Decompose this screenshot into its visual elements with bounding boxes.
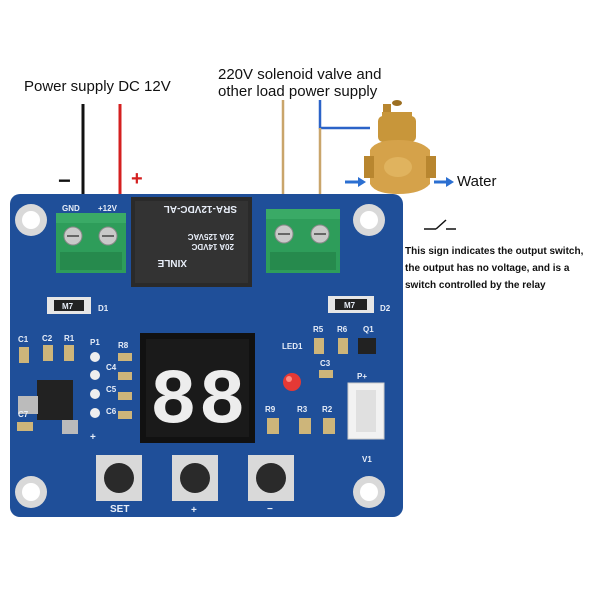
relay-brand: XINLE <box>157 257 187 268</box>
c6-label: C6 <box>106 407 117 416</box>
plus-sign-label: + <box>131 168 143 190</box>
led-indicator <box>283 373 301 391</box>
c5-label: C5 <box>106 385 117 394</box>
seven-segment-display <box>140 333 255 443</box>
set-button[interactable] <box>96 455 142 501</box>
mounting-hole <box>15 204 47 236</box>
header-plus-label: + <box>90 432 96 443</box>
led1-label: LED1 <box>282 342 303 351</box>
m7-label-2: M7 <box>344 301 356 310</box>
set-button-label: SET <box>110 504 129 515</box>
c1-label: C1 <box>18 335 29 344</box>
d2-label: D2 <box>380 304 391 313</box>
blue-wire <box>318 100 370 130</box>
r2-label: R2 <box>322 405 333 414</box>
switch-symbol <box>424 219 456 230</box>
p1-header <box>90 352 100 418</box>
smd-column <box>118 353 132 419</box>
relay-model-label: SRA-12VDC-AL <box>164 203 237 214</box>
r1-label: R1 <box>64 334 75 343</box>
c7-label: C7 <box>18 410 29 419</box>
p1-label: P1 <box>90 338 100 347</box>
power-terminal-block <box>56 213 126 273</box>
p-plus-label: P+ <box>357 372 367 381</box>
r5-label: R5 <box>313 325 324 334</box>
note-line2: the output has no voltage, and is a <box>405 263 570 274</box>
relay <box>131 197 252 287</box>
plus-button-label: + <box>191 505 197 516</box>
c3-label: C3 <box>320 359 331 368</box>
d1-label: D1 <box>98 304 109 313</box>
r6-label: R6 <box>337 325 348 334</box>
relay-rating-1: 20A 14VDC <box>191 242 234 251</box>
note-line3: switch controlled by the relay <box>405 280 546 291</box>
load-supply-label-line2: other load power supply <box>218 83 378 100</box>
minus-button-label: − <box>267 504 273 515</box>
water-label: Water <box>457 173 497 190</box>
load-supply-label-line1: 220V solenoid valve and <box>218 66 382 83</box>
minus-sign-label: − <box>58 168 71 193</box>
mounting-hole <box>353 204 385 236</box>
regulator <box>18 380 78 434</box>
v1-label: V1 <box>362 455 372 464</box>
note-line1: This sign indicates the output switch, <box>405 246 584 257</box>
solenoid-valve <box>364 100 436 194</box>
water-inlet-arrow <box>345 177 366 187</box>
output-terminal-block <box>266 209 340 273</box>
water-outlet-arrow <box>434 177 454 187</box>
m7-label: M7 <box>62 302 74 311</box>
gnd-label: GND <box>62 204 80 213</box>
c4-label: C4 <box>106 363 117 372</box>
mounting-hole <box>15 476 47 508</box>
c2-label: C2 <box>42 334 53 343</box>
diode-d2 <box>328 296 374 313</box>
plus-button[interactable] <box>172 455 218 501</box>
smd-components <box>17 345 74 431</box>
display-digits: 88 <box>150 358 248 446</box>
relay-rating-2: 20A 125VAC <box>188 232 234 241</box>
r9-label: R9 <box>265 405 276 414</box>
diode-d1 <box>47 297 91 314</box>
plus12v-label: +12V <box>98 204 118 213</box>
r8-label: R8 <box>118 341 129 350</box>
power-supply-label: Power supply DC 12V <box>24 78 171 95</box>
smd-right <box>267 338 348 434</box>
transistor-q1 <box>358 338 376 354</box>
q1-label: Q1 <box>363 325 374 334</box>
r3-label: R3 <box>297 405 308 414</box>
minus-button[interactable] <box>248 455 294 501</box>
mounting-hole <box>353 476 385 508</box>
